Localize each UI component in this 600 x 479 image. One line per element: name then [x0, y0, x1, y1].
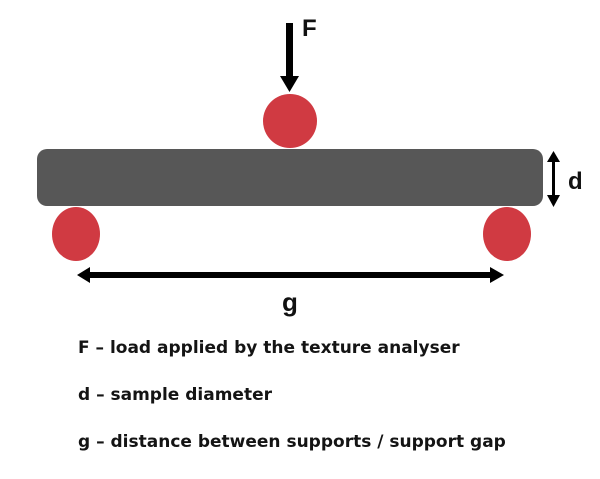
- force-label: F: [302, 15, 317, 42]
- force-arrow: [280, 23, 299, 92]
- legend-item-gap: g – distance between supports / support …: [78, 432, 506, 452]
- bend-test-diagram: F d g: [37, 15, 583, 317]
- gap-label: g: [282, 287, 298, 317]
- left-support-roller: [52, 207, 100, 261]
- sample-bar: [37, 149, 543, 206]
- loading-roller: [263, 94, 317, 148]
- diameter-label: d: [568, 168, 583, 195]
- gap-arrow: [77, 267, 504, 283]
- legend-item-diameter: d – sample diameter: [78, 385, 273, 405]
- legend-item-force: F – load applied by the texture analyser: [78, 338, 460, 358]
- legend: F – load applied by the texture analyser…: [78, 338, 506, 479]
- right-support-roller: [483, 207, 531, 261]
- diameter-arrow: [547, 151, 560, 207]
